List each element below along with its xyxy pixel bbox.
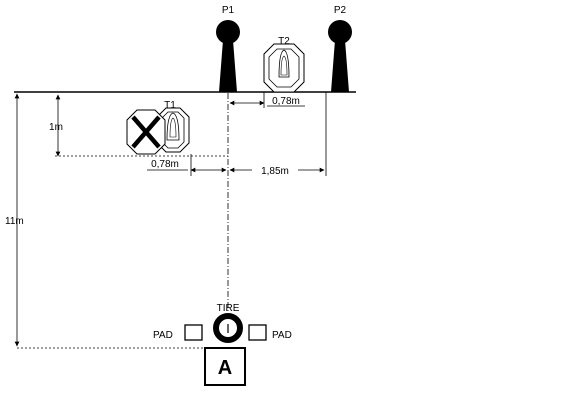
pad-right: PAD <box>248 324 292 341</box>
no-shoot-target <box>126 109 166 155</box>
post-p2: P2 <box>328 5 352 92</box>
post-p1: P1 <box>216 5 240 92</box>
dim-t2-offset: 0,78m <box>229 92 305 108</box>
dim-t1-depth: 1m <box>49 94 63 157</box>
target-t1-label: T1 <box>164 100 176 111</box>
dim-t1-depth-label: 1m <box>49 122 63 133</box>
start-box: A <box>204 347 246 386</box>
dim-p2-offset: 1,85m <box>229 92 327 177</box>
dim-p2-offset-label: 1,85m <box>261 166 289 177</box>
dim-range-length: 11m <box>5 93 24 347</box>
pad-left: PAD <box>153 324 203 341</box>
target-t2-label: T2 <box>278 36 290 47</box>
tire-label: TIRE <box>217 303 240 314</box>
post-p2-label: P2 <box>334 5 347 16</box>
post-p1-label: P1 <box>222 5 235 16</box>
dim-t2-offset-label: 0,78m <box>272 96 300 107</box>
start-box-label: A <box>218 357 232 379</box>
pad-left-label: PAD <box>153 330 173 341</box>
target-t2: T2 <box>263 36 305 93</box>
dim-t1-offset-label: 0,78m <box>151 159 179 170</box>
dim-t1-offset: 0,78m <box>147 154 227 176</box>
pad-right-label: PAD <box>272 330 292 341</box>
dim-range-length-label: 11m <box>5 216 24 227</box>
tire: TIRE <box>213 303 243 343</box>
